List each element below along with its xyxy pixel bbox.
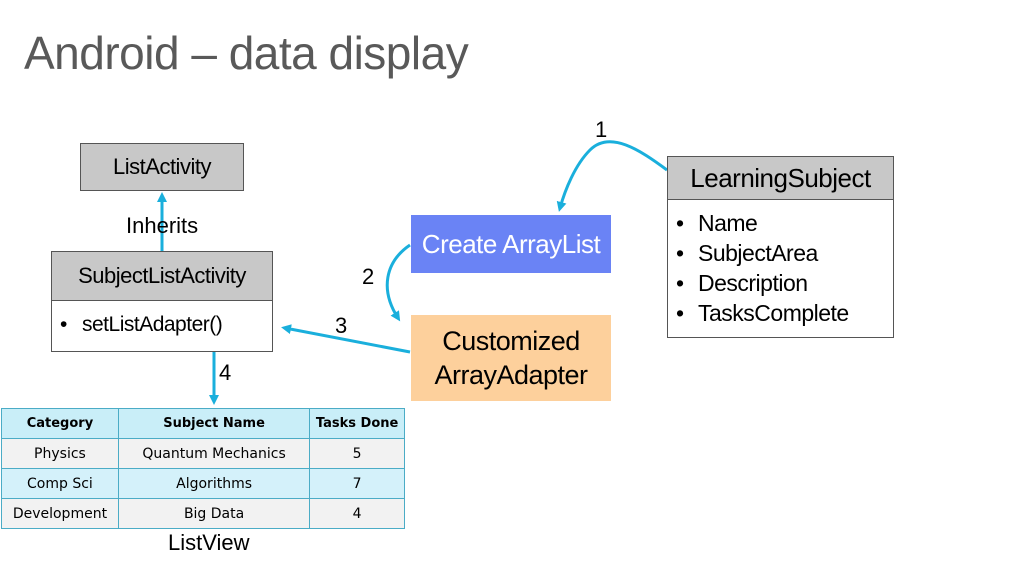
arrow-2 — [385, 243, 411, 322]
inherits-label: Inherits — [126, 213, 199, 238]
customized-adapter-box: Customized ArrayAdapter — [411, 315, 611, 401]
arrow-3 — [281, 324, 411, 354]
customized-adapter-line-1: Customized — [442, 326, 580, 356]
cell-tasks-done: 4 — [309, 498, 405, 529]
column-header-tasks-done: Tasks Done — [309, 408, 405, 439]
step-label-2: 2 — [362, 264, 375, 289]
subject-list-activity-methods: setListAdapter() — [51, 301, 273, 352]
step-label-3: 3 — [335, 313, 348, 338]
subject-list-activity-title: SubjectListActivity — [78, 263, 246, 288]
cell-tasks-done: 5 — [309, 438, 405, 469]
table-row[interactable]: Comp Sci Algorithms 7 — [1, 468, 405, 499]
subject-list-activity-header: SubjectListActivity — [51, 251, 273, 301]
step-label-4: 4 — [219, 360, 232, 385]
step-label-1: 1 — [595, 117, 608, 142]
cell-subject-name: Algorithms — [117, 468, 311, 499]
cell-category: Development — [1, 498, 119, 529]
column-header-subject-name: Subject Name — [117, 408, 311, 439]
learning-subject-header: LearningSubject — [667, 156, 894, 200]
slide-title: Android – data display — [24, 27, 469, 79]
list-activity-box: ListActivity — [80, 143, 244, 191]
field-item: Name — [668, 208, 893, 238]
cell-category: Comp Sci — [1, 468, 119, 499]
create-arraylist-box: Create ArrayList — [411, 215, 611, 273]
cell-category: Physics — [1, 438, 119, 469]
cell-tasks-done: 7 — [309, 468, 405, 499]
create-arraylist-label: Create ArrayList — [421, 228, 601, 259]
learning-subject-title: LearningSubject — [690, 162, 871, 193]
list-activity-label: ListActivity — [113, 154, 211, 179]
table-row[interactable]: Development Big Data 4 — [1, 498, 405, 529]
field-item: Description — [668, 268, 893, 298]
arrow-1 — [556, 140, 668, 212]
column-header-category: Category — [1, 408, 119, 439]
method-item: setListAdapter() — [52, 313, 272, 337]
customized-adapter-line-2: ArrayAdapter — [434, 360, 588, 390]
cell-subject-name: Quantum Mechanics — [117, 438, 311, 469]
cell-subject-name: Big Data — [117, 498, 311, 529]
listview-label: ListView — [168, 530, 250, 555]
field-item: TasksComplete — [668, 298, 893, 328]
listview-table: Category Subject Name Tasks Done Physics… — [1, 408, 405, 529]
table-row[interactable]: Physics Quantum Mechanics 5 — [1, 438, 405, 469]
table-header-row: Category Subject Name Tasks Done — [1, 408, 405, 439]
field-item: SubjectArea — [668, 238, 893, 268]
learning-subject-fields: Name SubjectArea Description TasksComple… — [667, 200, 894, 338]
